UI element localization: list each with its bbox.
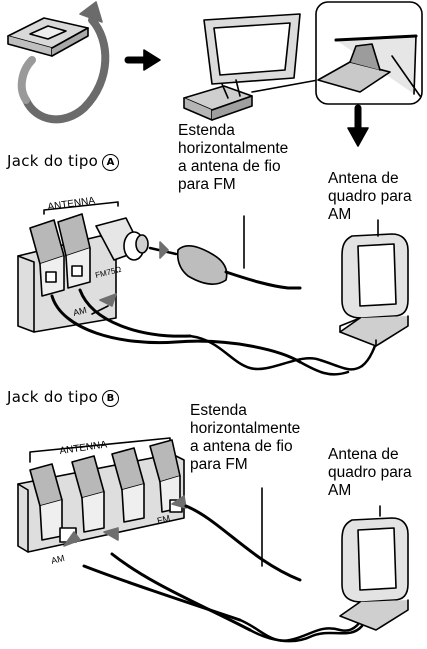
fm-instruction-b-line-4: para FM xyxy=(190,456,248,473)
fm-instruction-a-line-4: para FM xyxy=(178,176,236,193)
step-arrow-right xyxy=(124,49,161,71)
twisted-am-cable-b xyxy=(238,604,372,643)
am-antenna-label-b-line-1: Antena de xyxy=(328,446,399,463)
loop-antenna-assembled xyxy=(183,13,319,121)
terminal-label-am-a: AM xyxy=(72,305,88,318)
fm-instruction-a-line-1: Estenda xyxy=(178,122,235,139)
am-loop-antenna-a xyxy=(339,233,409,347)
am-loop-antenna-b xyxy=(339,517,409,631)
fm-instruction-b-line-1: Estenda xyxy=(190,402,247,419)
antenna-panel-b xyxy=(17,437,302,632)
jack-type-badge-b: B xyxy=(102,390,120,407)
jack-type-badge-a: A xyxy=(102,154,120,171)
jack-type-text-a: Jack do tipo xyxy=(7,152,99,170)
antenna-panel-label-b: ANTENNA xyxy=(59,439,108,457)
jack-type-text-b: Jack do tipo xyxy=(7,388,99,406)
loop-antenna-fold-step xyxy=(7,1,110,124)
am-antenna-label-a-line-3: AM xyxy=(328,206,352,223)
am-antenna-label-b-line-3: AM xyxy=(328,482,352,499)
fm-instruction-a-line-2: horizontalmente xyxy=(178,140,289,157)
fm-instruction-b-line-3: a antena de fio xyxy=(190,438,293,455)
am-antenna-label-a-line-2: quadro para xyxy=(328,188,412,205)
terminal-label-fm-b: FM xyxy=(156,513,171,526)
am-antenna-label-b-line-2: quadro para xyxy=(328,464,412,481)
fm-instruction-b-line-2: horizontalmente xyxy=(190,420,301,437)
terminal-label-am-b: AM xyxy=(50,553,66,566)
step-arrow-down xyxy=(347,104,369,147)
antenna-panel-a xyxy=(17,201,302,364)
am-antenna-label-a-line-1: Antena de xyxy=(328,170,399,187)
antenna-panel-label-a: ANTENNA xyxy=(47,195,96,213)
fm-instruction-a-line-3: a antena de fio xyxy=(178,158,281,175)
detail-callout-box xyxy=(315,1,423,105)
